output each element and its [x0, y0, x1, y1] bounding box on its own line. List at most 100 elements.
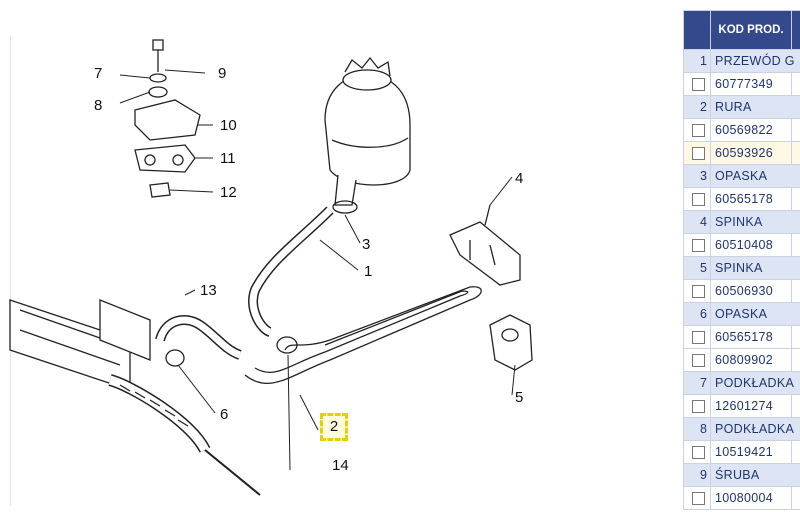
part-extra [791, 141, 800, 165]
group-label: PODKŁADKA [710, 371, 800, 395]
part-extra [791, 279, 800, 303]
header-c: C [791, 10, 800, 50]
callout-2-highlight[interactable]: 2 [320, 413, 348, 441]
clamp-14-drawing [276, 336, 298, 354]
row-checkbox-cell[interactable] [683, 279, 711, 303]
part-row[interactable]: 60809902 [683, 348, 800, 372]
parts-table-header: KOD PROD. C [683, 10, 800, 50]
part-code[interactable]: 60809902 [710, 348, 792, 372]
reservoir-drawing [324, 56, 411, 214]
bracket-5-drawing [489, 314, 533, 371]
part-extra [791, 325, 800, 349]
part-extra [791, 72, 800, 96]
row-checkbox[interactable] [692, 193, 705, 207]
part-row[interactable]: 12601274 [683, 394, 800, 418]
part-row[interactable]: 60565178 [683, 187, 800, 211]
part-code[interactable]: 10080004 [710, 486, 792, 510]
callout-7: 7 [94, 65, 102, 82]
group-number: 4 [683, 210, 711, 234]
part-code[interactable]: 60777349 [710, 72, 792, 96]
part-row[interactable]: 10080004 [683, 486, 800, 510]
part-code[interactable]: 60593926 [710, 141, 792, 165]
callout-13: 13 [200, 282, 217, 299]
part-code[interactable]: 60569822 [710, 118, 792, 142]
group-label: RURA [710, 95, 800, 119]
header-code: KOD PROD. [710, 10, 792, 50]
group-label: ŚRUBA [710, 463, 800, 487]
bracket-4-drawing [449, 204, 521, 286]
diagram-frame [10, 36, 531, 506]
part-extra [791, 118, 800, 142]
row-checkbox[interactable] [692, 124, 705, 138]
callout-11: 11 [220, 150, 236, 167]
row-checkbox[interactable] [692, 331, 705, 345]
row-checkbox-cell[interactable] [683, 440, 711, 464]
clamp-6-drawing [165, 349, 185, 367]
group-number: 1 [683, 49, 711, 73]
row-checkbox[interactable] [692, 285, 705, 299]
exploded-view-drawing: 7 8 9 10 11 12 3 1 4 5 13 6 14 [9, 39, 533, 496]
row-checkbox-cell[interactable] [683, 486, 711, 510]
part-row[interactable]: 10519421 [683, 440, 800, 464]
steering-rack-drawing [9, 299, 261, 496]
part-code[interactable]: 60510408 [710, 233, 792, 257]
callout-10: 10 [220, 117, 237, 134]
part-extra [791, 486, 800, 510]
part-extra [791, 187, 800, 211]
part-code[interactable]: 12601274 [710, 394, 792, 418]
row-checkbox-cell[interactable] [683, 187, 711, 211]
group-number: 6 [683, 302, 711, 326]
callout-1: 1 [364, 263, 372, 280]
row-checkbox[interactable] [692, 147, 705, 161]
leader-lines [119, 69, 516, 471]
callout-3: 3 [362, 236, 370, 253]
group-number: 3 [683, 164, 711, 188]
row-checkbox-cell[interactable] [683, 394, 711, 418]
row-checkbox[interactable] [692, 492, 705, 506]
group-label: PODKŁADKA [710, 417, 800, 441]
part-extra [791, 394, 800, 418]
group-label: SPINKA [710, 210, 800, 234]
group-label: PRZEWÓD G [710, 49, 800, 73]
group-label: SPINKA [710, 256, 800, 280]
hose-1-drawing [248, 206, 334, 337]
row-checkbox-cell[interactable] [683, 325, 711, 349]
row-checkbox[interactable] [692, 446, 705, 460]
row-checkbox[interactable] [692, 354, 705, 368]
row-checkbox[interactable] [692, 78, 705, 92]
part-code[interactable]: 60565178 [710, 187, 792, 211]
row-checkbox-cell[interactable] [683, 118, 711, 142]
part-row[interactable]: 60593926 [683, 141, 800, 165]
row-checkbox-cell[interactable] [683, 72, 711, 96]
part-row[interactable]: 60569822 [683, 118, 800, 142]
row-checkbox-cell[interactable] [683, 141, 711, 165]
part-row[interactable]: 60506930 [683, 279, 800, 303]
part-code[interactable]: 10519421 [710, 440, 792, 464]
part-code[interactable]: 60565178 [710, 325, 792, 349]
part-row[interactable]: 60510408 [683, 233, 800, 257]
row-checkbox[interactable] [692, 239, 705, 253]
fastener-set-drawing [134, 39, 201, 198]
group-number: 2 [683, 95, 711, 119]
part-row[interactable]: 60565178 [683, 325, 800, 349]
group-label: OPASKA [710, 302, 800, 326]
callout-8: 8 [94, 97, 102, 114]
header-num [683, 10, 711, 50]
row-checkbox[interactable] [692, 400, 705, 414]
row-checkbox-cell[interactable] [683, 233, 711, 257]
row-checkbox-cell[interactable] [683, 348, 711, 372]
callout-12: 12 [220, 184, 237, 201]
group-number: 9 [683, 463, 711, 487]
part-row[interactable]: 60777349 [683, 72, 800, 96]
part-code[interactable]: 60506930 [710, 279, 792, 303]
group-number: 5 [683, 256, 711, 280]
pipe-2-drawing [244, 286, 482, 385]
